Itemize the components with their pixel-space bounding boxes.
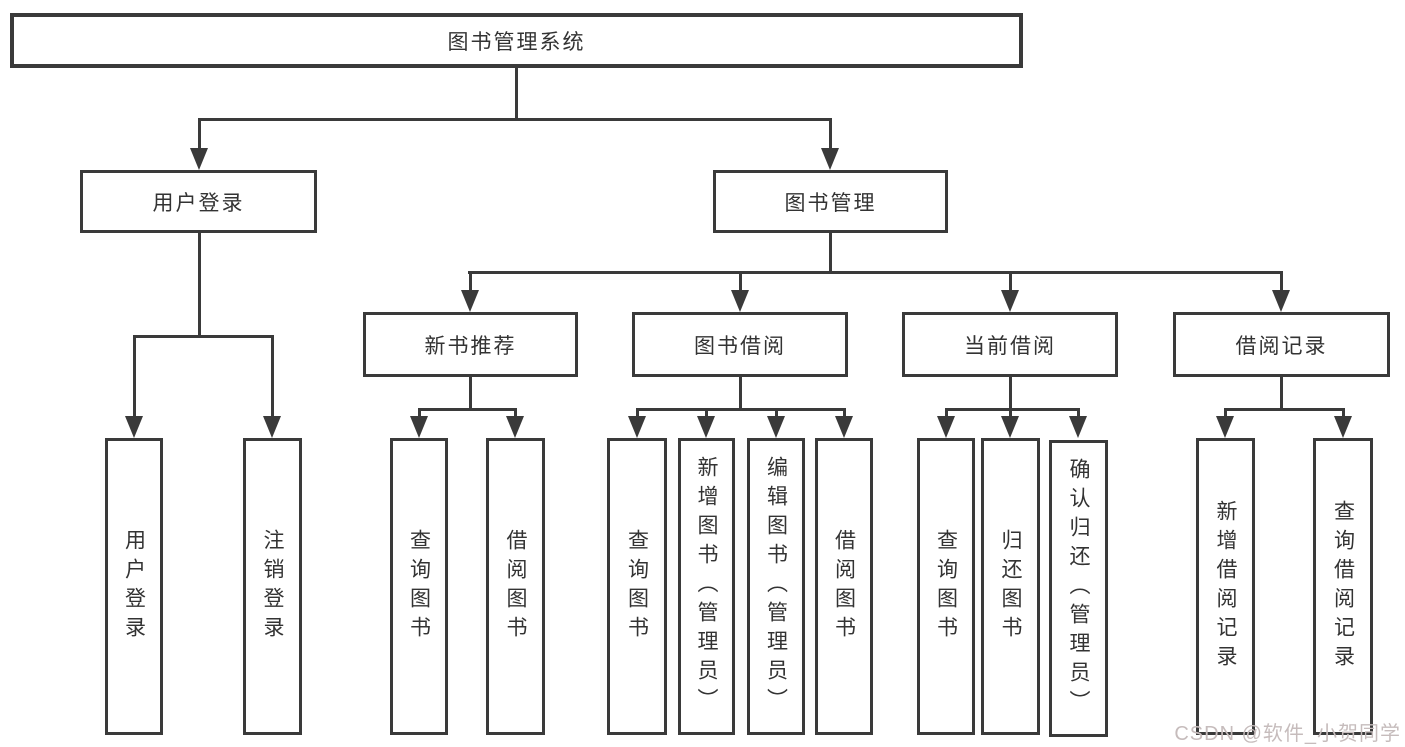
arrow-down-icon [1001,416,1019,438]
leaf-label: 借阅图书 [504,528,527,645]
connector-to-new-book-recommend [469,271,472,292]
node-new-book-recommend: 新书推荐 [363,312,578,377]
arrow-down-icon [1216,416,1234,438]
leaf-label: 注销登录 [261,528,284,645]
connector-to-user-login-group [198,118,201,150]
connector-level2-rail [198,118,832,121]
arrow-down-icon [1334,416,1352,438]
arrow-down-icon [1001,290,1019,312]
arrow-down-icon [937,416,955,438]
leaf-label: 用户登录 [122,528,146,645]
leaf-label: 确认归还（管理员） [1067,458,1090,719]
connector-leaf [1342,408,1345,418]
connector-leaf [1009,408,1012,418]
node-confirm-return-admin: 确认归还（管理员） [1049,440,1108,737]
node-book-management: 图书管理 [713,170,948,233]
connector-leaf [705,408,708,418]
node-query-books-borrowing: 查询图书 [607,438,667,735]
connector-user-login-rail [133,335,274,338]
connector-sections-rail [468,271,1282,274]
connector-user-login-stub [198,231,201,337]
connector-leaf [775,408,778,418]
node-edit-books-admin: 编辑图书（管理员） [747,438,805,735]
node-query-books-recommend: 查询图书 [390,438,448,735]
connector-current-borrowing-stub [1009,375,1012,410]
connector-to-book-management [829,118,832,150]
node-return-books: 归还图书 [981,438,1040,735]
node-borrow-books-recommend: 借阅图书 [486,438,545,735]
connector-to-user-login [133,335,136,418]
arrow-down-icon [821,148,839,170]
connector-to-book-borrowing [739,271,742,292]
connector-to-current-borrowing [1009,271,1012,292]
arrow-down-icon [1069,416,1087,438]
arrow-down-icon [506,416,524,438]
arrow-down-icon [125,416,143,438]
arrow-down-icon [835,416,853,438]
node-user-login: 用户登录 [105,438,163,735]
leaf-label: 归还图书 [999,528,1022,645]
connector-new-book-recommend-stub [469,375,472,410]
node-borrowing-records: 借阅记录 [1173,312,1390,377]
connector-current-borrowing-rail [945,408,1079,411]
arrow-down-icon [263,416,281,438]
node-current-borrowing: 当前借阅 [902,312,1118,377]
connector-leaf [945,408,948,418]
leaf-label: 新增借阅记录 [1214,499,1237,674]
node-logout-login: 注销登录 [243,438,302,735]
arrow-down-icon [1272,290,1290,312]
arrow-down-icon [628,416,646,438]
node-add-books-admin: 新增图书（管理员） [678,438,735,735]
connector-to-logout [271,335,274,418]
leaf-label: 查询图书 [625,528,649,645]
connector-new-book-recommend-rail [418,408,517,411]
connector-leaf [636,408,639,418]
leaf-label: 编辑图书（管理员） [764,456,788,717]
leaf-label: 借阅图书 [832,528,856,645]
arrow-down-icon [731,290,749,312]
connector-borrowing-records-rail [1224,408,1344,411]
leaf-label: 查询图书 [934,528,958,645]
connector-book-borrowing-rail [636,408,845,411]
node-query-books-current: 查询图书 [917,438,975,735]
arrow-down-icon [697,416,715,438]
node-add-borrow-record: 新增借阅记录 [1196,438,1255,735]
node-borrow-books: 借阅图书 [815,438,873,735]
connector-leaf [418,408,421,418]
connector-book-borrowing-stub [739,375,742,410]
arrow-down-icon [190,148,208,170]
node-library-system: 图书管理系统 [10,13,1023,68]
connector-leaf [843,408,846,418]
connector-leaf [514,408,517,418]
arrow-down-icon [410,416,428,438]
connector-borrowing-records-stub [1280,375,1283,410]
connector-to-borrowing-records [1280,271,1283,292]
arrow-down-icon [461,290,479,312]
connector-book-management-stub [829,231,832,273]
connector-leaf [1077,408,1080,418]
csdn-watermark: CSDN @软件_小贺同学 [1174,723,1401,745]
leaf-label: 新增图书（管理员） [695,456,718,717]
connector-root-stub [515,66,518,118]
node-user-login-group: 用户登录 [80,170,317,233]
leaf-label: 查询借阅记录 [1331,499,1355,674]
arrow-down-icon [767,416,785,438]
leaf-label: 查询图书 [407,528,431,645]
connector-leaf [1224,408,1227,418]
node-query-borrow-record: 查询借阅记录 [1313,438,1373,735]
node-book-borrowing: 图书借阅 [632,312,848,377]
